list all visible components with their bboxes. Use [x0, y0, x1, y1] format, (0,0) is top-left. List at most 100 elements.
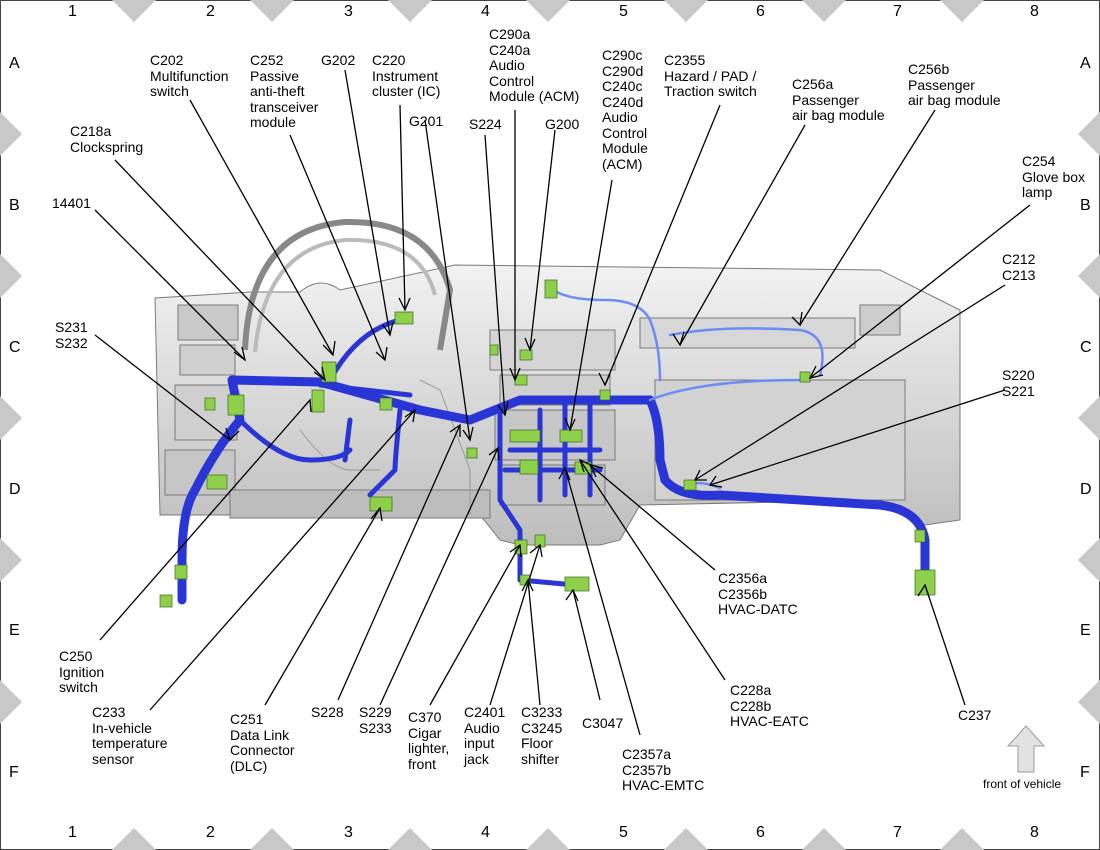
label-line: C2357a: [622, 746, 672, 762]
label-line: C3245: [521, 719, 563, 736]
label-line: In-vehicle: [92, 719, 152, 736]
label-line: S229: [359, 704, 392, 720]
label-line: Audio: [464, 719, 500, 736]
label-line: air bag module: [908, 92, 1001, 108]
label-line: Ignition: [59, 663, 105, 680]
label-line: HVAC-EMTC: [622, 777, 705, 793]
label-line: Audio: [602, 109, 638, 125]
grid-col-1-bottom: 1: [68, 824, 77, 841]
label-line: Passive: [250, 67, 300, 84]
grid-row-d-left: D: [9, 481, 21, 498]
label-line: S228: [311, 704, 344, 720]
label-line: C228b: [730, 697, 772, 714]
grid-col-5-bottom: 5: [619, 824, 628, 841]
grid-col-3-bottom: 3: [344, 824, 353, 841]
label-line: Multifunction: [150, 67, 229, 84]
label-line: Data Link: [230, 726, 290, 743]
label-line: C220: [372, 52, 406, 68]
label-line: C202: [150, 52, 184, 68]
leader-lines: [94, 69, 1031, 736]
label-line: C240d: [602, 93, 644, 110]
label-line: anti-theft: [250, 83, 305, 99]
label-line: Clockspring: [70, 138, 144, 155]
label-s224: S224: [469, 116, 502, 133]
label-line: Cigar: [408, 724, 442, 741]
label-line: transceiver: [250, 98, 319, 115]
grid-col-4-bottom: 4: [481, 824, 490, 841]
grid-col-7-bottom: 7: [893, 824, 902, 841]
label-line: sensor: [92, 750, 135, 767]
label-line: C251: [230, 711, 264, 727]
label-line: HVAC-DATC: [718, 601, 798, 617]
label-line: temperature: [92, 735, 168, 751]
label-line: C2401: [464, 704, 506, 720]
label-line: S233: [359, 719, 392, 736]
grid-row-f-left: F: [9, 764, 19, 781]
grid-col-3-top: 3: [344, 3, 353, 20]
label-line: C218a: [70, 123, 112, 139]
up-arrow-icon: [1006, 725, 1046, 773]
label-line: C250: [59, 648, 93, 664]
label-line: Instrument: [372, 67, 439, 84]
front-of-vehicle-label: front of vehicle: [983, 777, 1061, 793]
grid-col-7-top: 7: [893, 3, 902, 20]
label-line: C2357b: [622, 761, 672, 778]
label-line: C256a: [792, 76, 834, 92]
label-line: C2355: [664, 52, 706, 68]
label-line: 14401: [52, 195, 91, 211]
label-line: C290c: [602, 47, 643, 63]
label-g202: G202: [321, 52, 355, 69]
label-line: C3047: [582, 715, 624, 731]
label-line: Control: [602, 124, 648, 141]
grid-col-6-top: 6: [756, 3, 765, 20]
label-line: Passenger: [908, 76, 975, 93]
grid-col-2-top: 2: [206, 3, 215, 20]
label-line: C228a: [730, 682, 772, 698]
label-line: C237: [958, 707, 992, 723]
label-line: S221: [1002, 382, 1035, 399]
label-line: S224: [469, 116, 502, 132]
label-line: input: [464, 735, 495, 751]
grid-col-8-top: 8: [1030, 3, 1039, 20]
label-line: lighter,: [408, 740, 450, 756]
label-g201: G201: [409, 113, 444, 130]
label-line: C2356a: [718, 570, 768, 586]
label-line: shifter: [521, 750, 560, 767]
leader-arrowheads: [225, 297, 930, 602]
grid-col-5-top: 5: [619, 3, 628, 20]
label-line: Audio: [489, 57, 525, 73]
label-line: C252: [250, 52, 284, 68]
label-line: Passenger: [792, 91, 859, 108]
grid-row-d-right: D: [1080, 481, 1092, 498]
grid-row-a-right: A: [1080, 55, 1091, 72]
label-line: C240a: [489, 41, 531, 58]
grid-row-b-left: B: [9, 197, 20, 214]
label-line: Module: [602, 140, 648, 156]
label-line: (ACM): [602, 155, 643, 172]
label-line: front: [408, 755, 437, 772]
grid-row-a-left: A: [9, 55, 20, 72]
label-g200: G200: [545, 116, 579, 133]
label-line: Hazard / PAD /: [664, 67, 757, 84]
label-line: C256b: [908, 61, 950, 77]
label-c3047: C3047: [582, 715, 624, 732]
label-line: G201: [409, 113, 444, 129]
label-s228: S228: [311, 704, 344, 721]
label-line: HVAC-EATC: [730, 713, 809, 729]
label-line: Floor: [521, 735, 553, 751]
label-line: C3233: [521, 704, 563, 720]
